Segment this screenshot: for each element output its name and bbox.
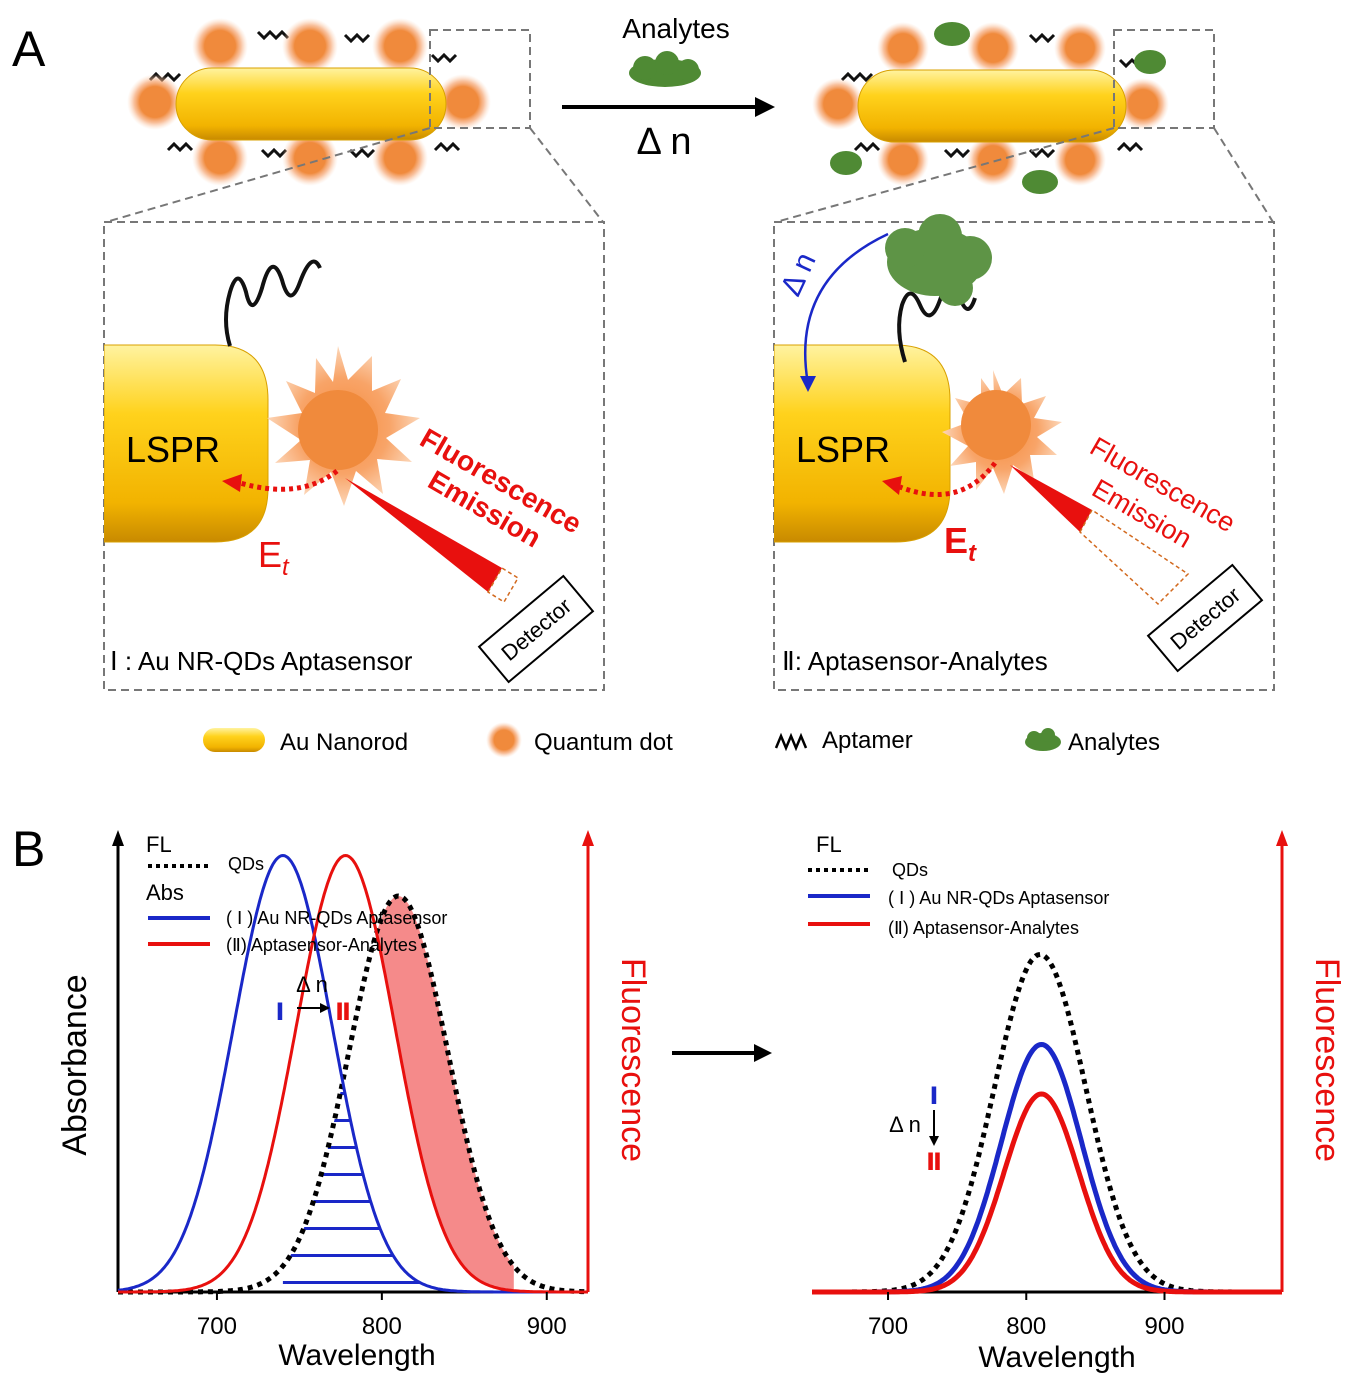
right-mark-i: Ⅰ: [930, 1083, 939, 1110]
et-label-2: Et: [944, 520, 977, 567]
legend-qd-icon: [486, 722, 522, 758]
dn-label-2: Δ n: [774, 248, 822, 301]
chart0-series-0: [118, 893, 588, 1295]
aptamer-1: [224, 259, 322, 347]
chart0-xtick-label-0: 700: [197, 1313, 237, 1340]
right-legend-fl: FL: [816, 832, 842, 857]
emission-beam-1: [345, 478, 502, 592]
legend-qd-label: Quantum dot: [534, 729, 673, 756]
legend-aptamer-icon: [774, 732, 808, 752]
right-y2label: Fluorescence: [1308, 958, 1346, 1162]
right-mark-ii: Ⅱ: [926, 1149, 942, 1176]
left-legend-abs: Abs: [146, 880, 184, 905]
nanorod-tip-2: [774, 344, 951, 543]
dn-arrow-2: [804, 232, 889, 385]
nanorod-assembly-left: [127, 18, 491, 186]
caption-2: Ⅱ: Aptasensor-Analytes: [782, 646, 1048, 676]
zoom-box-2: Δ n LSPR Fluorescence Emission Et Detect…: [773, 214, 1275, 691]
legend-a: Au Nanorod Quantum dot Aptamer Analytes: [203, 722, 1160, 758]
right-legend-s2: (Ⅱ) Aptasensor-Analytes: [888, 918, 1079, 938]
left-y2label: Fluorescence: [614, 958, 652, 1162]
reaction-arrow: Analytes Δ n: [562, 13, 775, 163]
chart1-series-1: [812, 1041, 1282, 1295]
right-legend-qds: QDs: [892, 860, 928, 880]
left-legend-s1: ( Ⅰ ) Au NR-QDs Aptasensor: [226, 908, 447, 928]
chart-right: 700 800 900 Wavelength Fluorescence FL QDs…: [808, 830, 1346, 1374]
quantum-dots-left: [127, 18, 491, 186]
left-ylabel: Absorbance: [56, 974, 94, 1155]
left-legend-fl: FL: [146, 832, 172, 857]
chart1-xtick-label-2: 900: [1144, 1313, 1184, 1340]
panel-b-label: B: [12, 821, 45, 877]
zoom-box-1: LSPR Fluorescence Emission Et Detector Ⅰ…: [103, 221, 605, 691]
left-legend-s2: (Ⅱ) Aptasensor-Analytes: [226, 935, 417, 955]
analyte-large-2: [885, 214, 992, 306]
chart0-series-2: [118, 853, 588, 1294]
aptamer-group-left: [148, 29, 461, 159]
energy-transfer-arrow-2: [899, 461, 998, 497]
caption-1: Ⅰ : Au NR-QDs Aptasensor: [110, 646, 413, 676]
arrow-dn-label: Δ n: [637, 121, 692, 163]
chart0-xtick-label-2: 900: [527, 1313, 567, 1340]
detector-1: Detector: [477, 574, 595, 684]
left-legend-qds: QDs: [228, 854, 264, 874]
chart0-series-1: [117, 853, 588, 1294]
left-mark-i: Ⅰ: [276, 999, 285, 1026]
zoom-square-left: [429, 29, 531, 129]
chart1-series-2: [812, 1091, 1282, 1295]
chart0-xtick-label-1: 800: [362, 1313, 402, 1340]
left-mark-dn: Δ n: [296, 972, 328, 997]
legend-aptamer-label: Aptamer: [822, 727, 913, 754]
analytes-bound-right: [830, 22, 1166, 194]
et-label-1: Et: [258, 534, 290, 581]
right-mark-dn: Δ n: [889, 1112, 921, 1137]
lspr-label-1: LSPR: [126, 429, 220, 470]
arrow-analytes-label: Analytes: [622, 13, 729, 44]
qd-core-2: [961, 390, 1031, 460]
right-xlabel: Wavelength: [978, 1341, 1135, 1374]
nanorod-assembly-right: [812, 22, 1169, 194]
panel-a-label: A: [12, 21, 46, 77]
panel-b-arrow: [672, 1044, 772, 1062]
lspr-label-2: LSPR: [796, 429, 890, 470]
chart-left: 700 800 900 Wavelength Absorbance Fluoresc…: [56, 830, 652, 1372]
emission-beam-2: [1010, 465, 1092, 532]
detector-2: Detector: [1146, 563, 1264, 673]
legend-nanorod-label: Au Nanorod: [280, 729, 408, 756]
gold-nanorod-left: [175, 67, 447, 141]
left-mark-ii: Ⅱ: [335, 999, 351, 1026]
qd-core-1: [298, 390, 378, 470]
legend-nanorod-icon: [203, 728, 265, 752]
legend-analyte-icon: [1025, 728, 1061, 751]
right-legend-s1: ( Ⅰ ) Au NR-QDs Aptasensor: [888, 888, 1109, 908]
analyte-blob-arrow: [629, 51, 701, 87]
overlap-red-fill: [365, 896, 514, 1291]
energy-transfer-arrow-1: [239, 469, 339, 492]
chart1-xtick-label-1: 800: [1006, 1313, 1046, 1340]
chart1-series-0: [812, 951, 1282, 1295]
left-xlabel: Wavelength: [278, 1339, 435, 1372]
gold-nanorod-right: [857, 69, 1127, 143]
chart1-xtick-label-0: 700: [868, 1313, 908, 1340]
zoom-square-right: [1113, 29, 1215, 129]
legend-analyte-label: Analytes: [1068, 729, 1160, 756]
